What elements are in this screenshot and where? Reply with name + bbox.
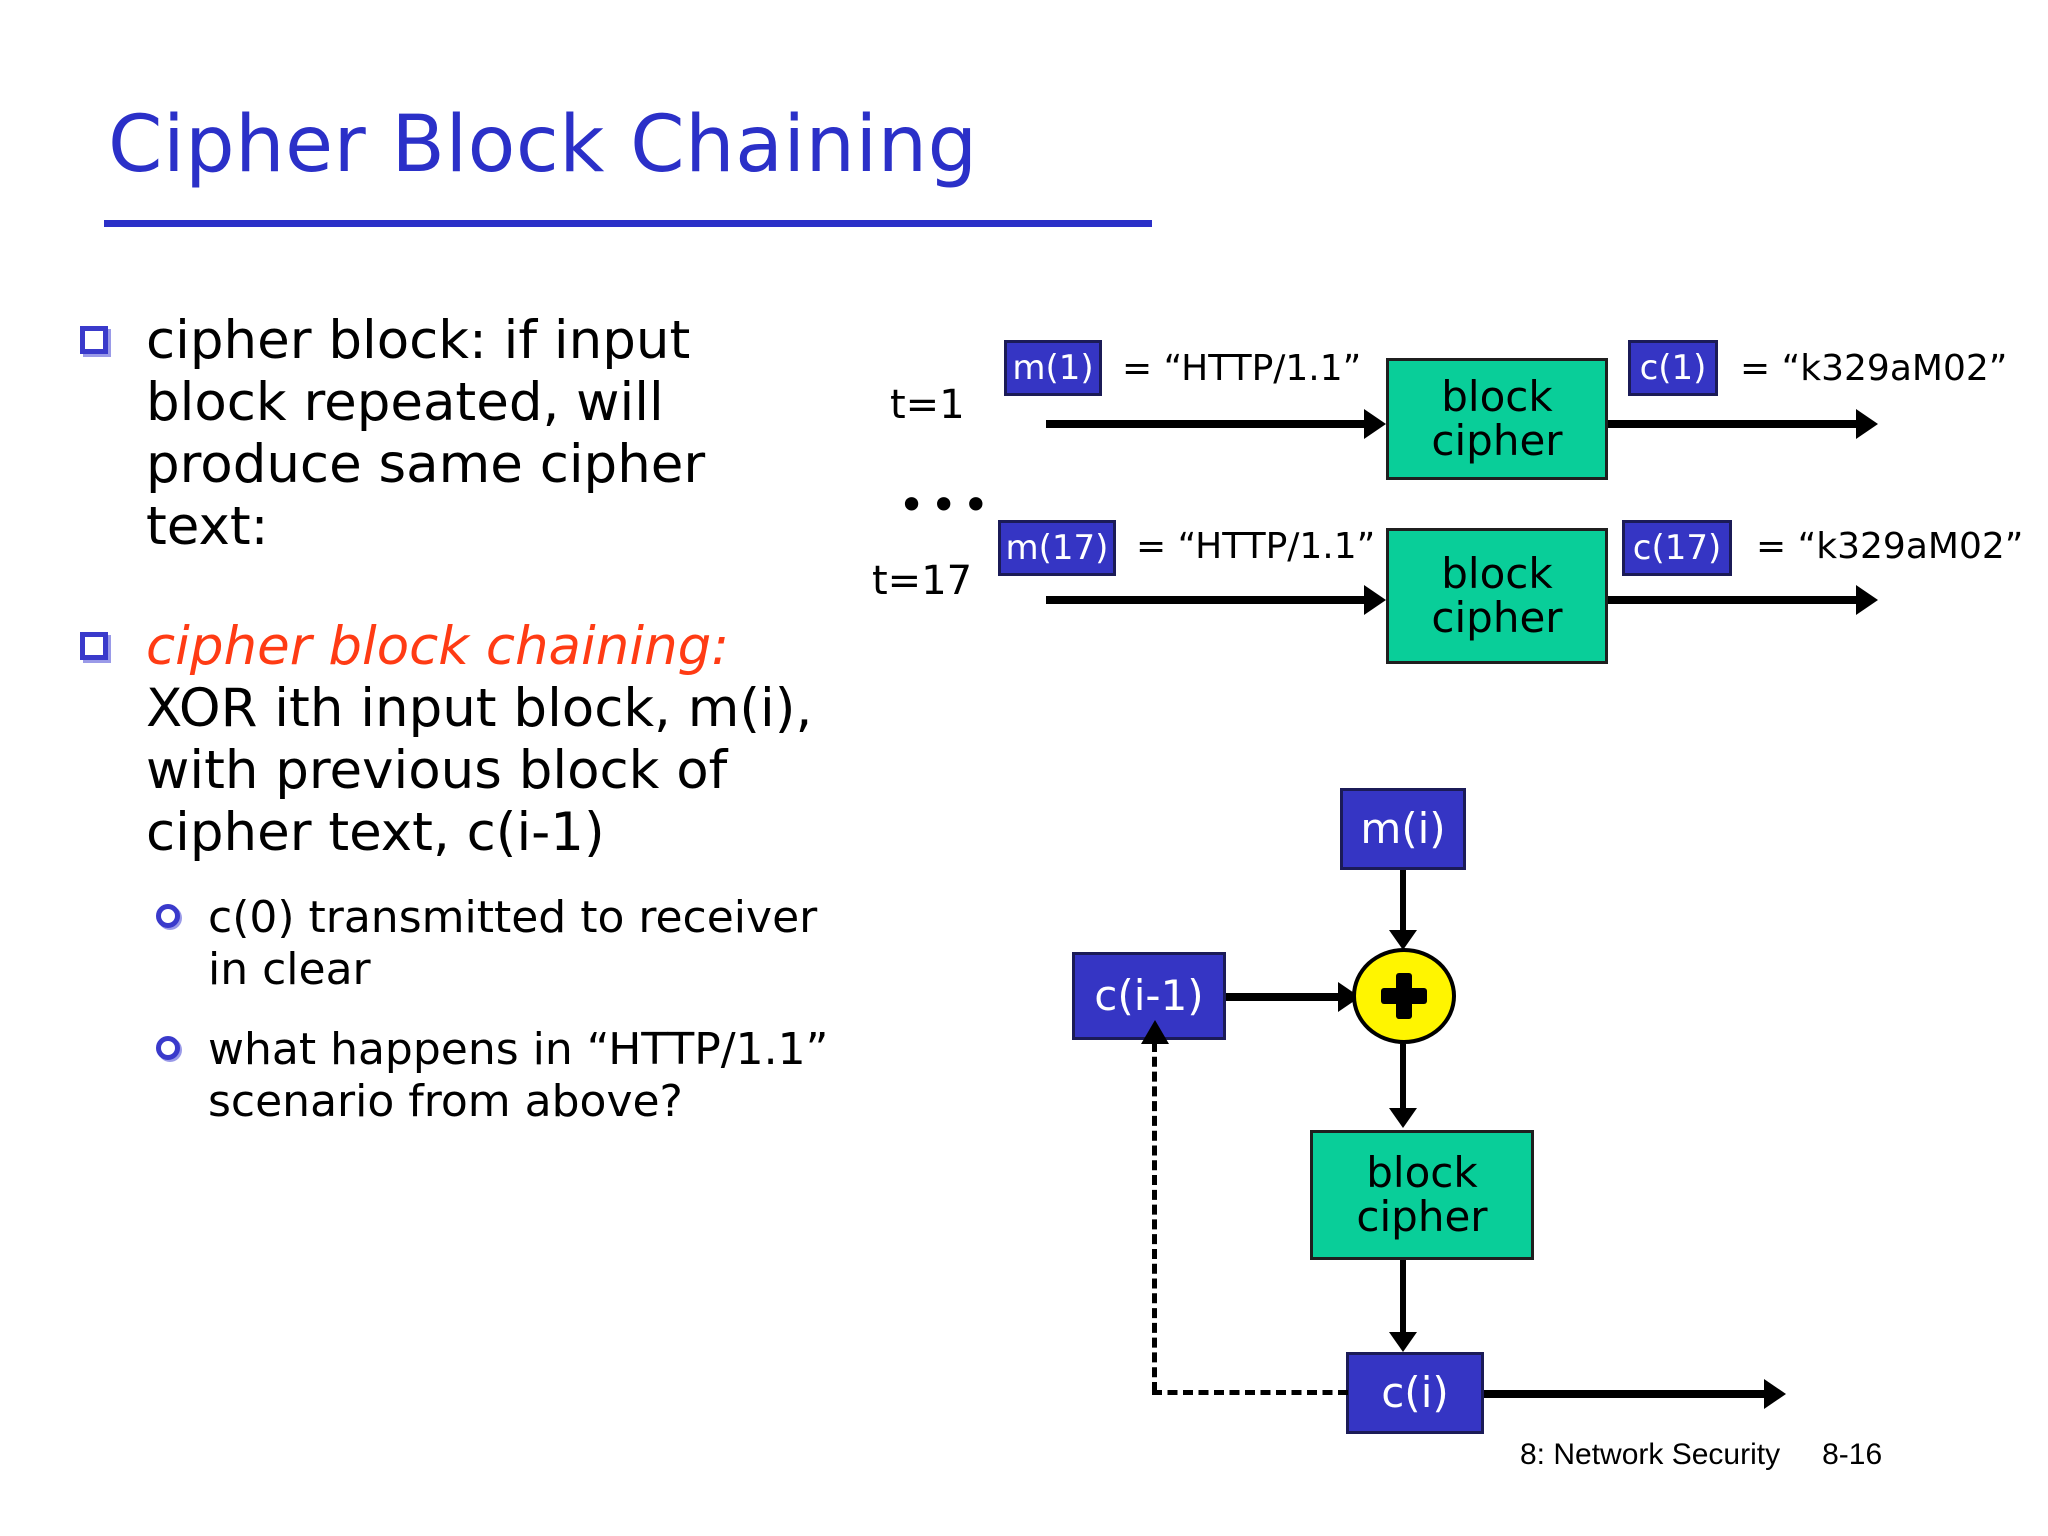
square-bullet-icon (80, 632, 108, 660)
sub-bullet-c0-transmitted: c(0) transmitted to receiver in clear (60, 892, 830, 996)
ecb-row2-cipher-line2: cipher (1431, 593, 1563, 642)
footer-course-label: 8: Network Security (1520, 1438, 1781, 1471)
ecb-diagram: t=1 m(1) = “HTTP/1.1” block cipher c(1) … (0, 0, 2048, 700)
cbc-cipher-line2: cipher (1356, 1192, 1488, 1241)
ecb-row2-input-arrow (1046, 585, 1386, 615)
ecb-row2-output-box: c(17) (1622, 520, 1732, 576)
cbc-output-arrow (1484, 1379, 1786, 1409)
bullet-text: cipher block: if input block repeated, w… (146, 310, 706, 557)
sub-bullet-what-happens: what happens in “HTTP/1.1” scenario from… (60, 1024, 830, 1128)
plus-icon (1381, 973, 1427, 1019)
cbc-feedback-horizontal (1152, 1390, 1348, 1395)
cbc-xor-node (1352, 948, 1456, 1044)
ecb-row1-block-cipher-box: block cipher (1386, 358, 1608, 480)
bullet-text: XOR ith input block, m(i), with previous… (146, 678, 813, 863)
footer: 8: Network Security 8-16 (1520, 1438, 1882, 1472)
cbc-feedback-vertical-arrow (1141, 1020, 1169, 1392)
footer-page-number: 8-16 (1822, 1438, 1883, 1471)
ecb-row1-cipher-line2: cipher (1431, 416, 1563, 465)
circle-bullet-icon (156, 1035, 180, 1060)
ecb-ellipsis: ••• (898, 478, 995, 532)
ecb-row1-output-value: = “k329aM02” (1740, 348, 2008, 389)
bullet-item-cipher-block: cipher block: if input block repeated, w… (60, 310, 830, 558)
cbc-prev-to-xor-arrow (1226, 982, 1360, 1012)
ecb-row1-input-box: m(1) (1004, 340, 1102, 396)
circle-bullet-icon (156, 904, 180, 928)
ecb-row2-input-box: m(17) (998, 520, 1116, 576)
ecb-row1-input-arrow (1046, 409, 1386, 439)
cbc-xor-to-cipher-arrow (1389, 1044, 1417, 1128)
cbc-cipher-line1: block (1366, 1147, 1478, 1197)
cbc-cipher-to-output-arrow (1389, 1260, 1417, 1352)
ecb-row1-input-value: = “HTTP/1.1” (1122, 348, 1362, 389)
ecb-row2-output-value: = “k329aM02” (1756, 526, 2024, 567)
square-bullet-icon (80, 326, 108, 354)
sub-bullet-text: c(0) transmitted to receiver in clear (208, 892, 818, 995)
ecb-row1-cipher-line1: block (1441, 371, 1553, 421)
cbc-block-cipher-box: block cipher (1310, 1130, 1534, 1260)
cbc-input-to-xor-arrow (1389, 870, 1417, 950)
cbc-input-box: m(i) (1340, 788, 1466, 870)
title-underline (104, 220, 1152, 227)
ecb-row2-output-arrow (1608, 585, 1878, 615)
ecb-row1-time-label: t=1 (890, 382, 965, 428)
sub-bullet-text: what happens in “HTTP/1.1” scenario from… (208, 1023, 829, 1127)
bullet-emphasis-text: cipher block chaining: (146, 616, 730, 677)
page-title: Cipher Block Chaining (108, 100, 978, 190)
ecb-row2-input-value: = “HTTP/1.1” (1136, 526, 1376, 567)
ecb-row1-output-box: c(1) (1628, 340, 1718, 396)
cbc-output-box: c(i) (1346, 1352, 1484, 1434)
ecb-row2-cipher-line1: block (1441, 548, 1553, 598)
bullet-item-cipher-block-chaining: cipher block chaining: XOR ith input blo… (60, 616, 830, 864)
bullet-list: cipher block: if input block repeated, w… (60, 310, 830, 1128)
ecb-row2-block-cipher-box: block cipher (1386, 528, 1608, 664)
ecb-row2-time-label: t=17 (872, 558, 973, 604)
ecb-row1-output-arrow (1608, 409, 1878, 439)
